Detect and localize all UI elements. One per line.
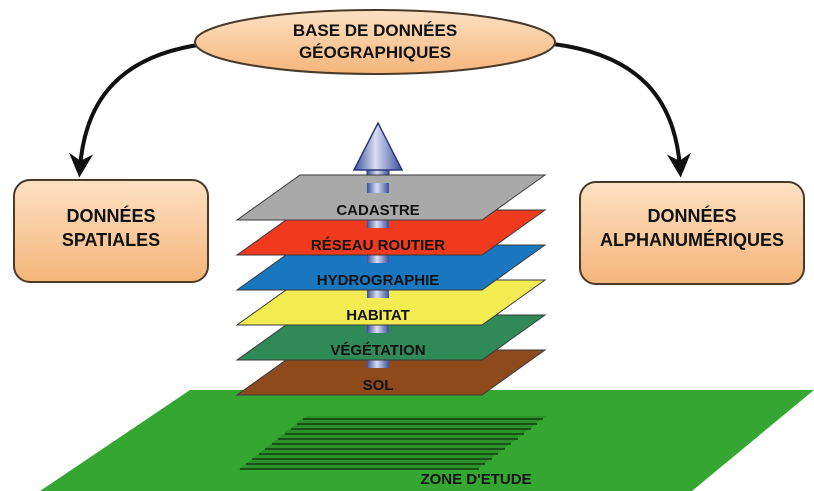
shaft-segment xyxy=(367,288,389,298)
layer-label: SOL xyxy=(363,377,394,394)
ground-label: ZONE D'ETUDE xyxy=(420,471,531,488)
layer-plane: SOL xyxy=(235,349,547,396)
layer-polygon xyxy=(235,174,547,221)
layer-plane: CADASTRE xyxy=(235,174,547,221)
ground-plane: ZONE D'ETUDE xyxy=(40,390,814,491)
layer-plane: RÉSEAU ROUTIER xyxy=(235,209,547,256)
center-node-line2: GÉOGRAPHIQUES xyxy=(299,43,451,62)
curved-arrow-icon xyxy=(552,42,691,178)
right-node-line2: ALPHANUMÉRIQUES xyxy=(600,229,784,250)
left-node-line1: DONNÉES xyxy=(66,205,155,226)
layer-label: HABITAT xyxy=(346,307,410,324)
shaft-segment xyxy=(367,183,389,193)
center-node: BASE DE DONNÉES GÉOGRAPHIQUES xyxy=(194,9,556,75)
layer-stack: SOL VÉGÉTATION HABITAT HYDROGRAPHIE RÉSEAU R… xyxy=(235,174,547,396)
layer-label: CADASTRE xyxy=(336,202,419,219)
left-node: DONNÉES SPATIALES xyxy=(13,179,209,283)
layer-plane: VÉGÉTATION xyxy=(235,314,547,361)
shaft-segment xyxy=(367,253,389,263)
left-node-line2: SPATIALES xyxy=(62,230,160,250)
up-arrow-icon xyxy=(352,121,404,171)
shaft-segment xyxy=(367,358,389,368)
layer-label: VÉGÉTATION xyxy=(330,342,425,359)
hatch-pattern xyxy=(238,416,546,470)
layer-label: RÉSEAU ROUTIER xyxy=(311,237,445,254)
right-node: DONNÉES ALPHANUMÉRIQUES xyxy=(579,181,805,285)
curved-arrow-icon xyxy=(69,42,206,178)
center-node-line1: BASE DE DONNÉES xyxy=(293,21,457,40)
ground-polygon xyxy=(40,390,814,491)
layer-plane: HABITAT xyxy=(235,279,547,326)
right-node-line1: DONNÉES xyxy=(647,205,736,226)
shaft-segment xyxy=(367,323,389,333)
layer-label: HYDROGRAPHIE xyxy=(317,272,440,289)
shaft-segment xyxy=(367,218,389,228)
